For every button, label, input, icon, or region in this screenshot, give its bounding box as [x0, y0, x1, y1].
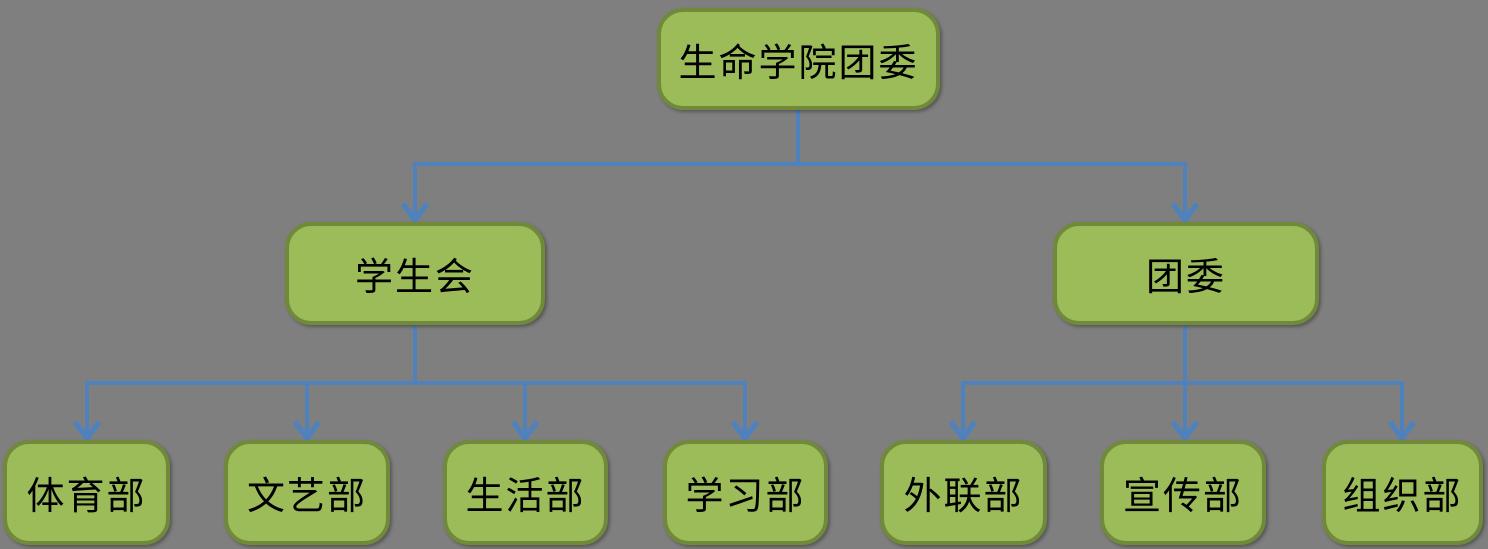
node-publicity-dept-label: 宣传部 — [1122, 476, 1243, 518]
arrowhead-league-committee — [1170, 202, 1200, 225]
node-sports-dept-label: 体育部 — [26, 476, 147, 518]
arrowhead-sports — [72, 420, 102, 443]
node-league-committee-label: 团委 — [1145, 257, 1226, 299]
arrowhead-study — [730, 420, 760, 443]
node-study-dept: 学习部 — [663, 440, 828, 545]
node-publicity-dept: 宣传部 — [1100, 440, 1266, 545]
node-arts-dept: 文艺部 — [224, 440, 390, 545]
connector-level3a-rail — [85, 381, 747, 434]
arrowhead-publicity — [1170, 420, 1200, 443]
node-study-dept-label: 学习部 — [685, 476, 806, 518]
node-life-dept-label: 生活部 — [465, 476, 586, 518]
node-league-committee: 团委 — [1053, 222, 1319, 325]
node-sports-dept: 体育部 — [3, 440, 170, 545]
node-student-union-label: 学生会 — [354, 257, 475, 299]
connector-level2-rail — [413, 162, 1187, 216]
node-arts-dept-label: 文艺部 — [246, 476, 367, 518]
arrowhead-organization — [1387, 420, 1417, 443]
arrowhead-student-union — [400, 202, 430, 225]
node-outreach-dept-label: 外联部 — [903, 476, 1024, 518]
node-life-dept: 生活部 — [443, 440, 608, 545]
node-student-union: 学生会 — [285, 222, 545, 325]
arrowhead-outreach — [948, 420, 978, 443]
node-root: 生命学院团委 — [657, 8, 940, 110]
arrowhead-arts — [292, 420, 322, 443]
arrowhead-life — [510, 420, 540, 443]
node-root-label: 生命学院团委 — [678, 42, 919, 85]
connector-level3b-rail — [961, 381, 1404, 434]
node-outreach-dept: 外联部 — [880, 440, 1047, 545]
node-organization-dept: 组织部 — [1322, 440, 1483, 545]
node-organization-dept-label: 组织部 — [1342, 476, 1463, 518]
